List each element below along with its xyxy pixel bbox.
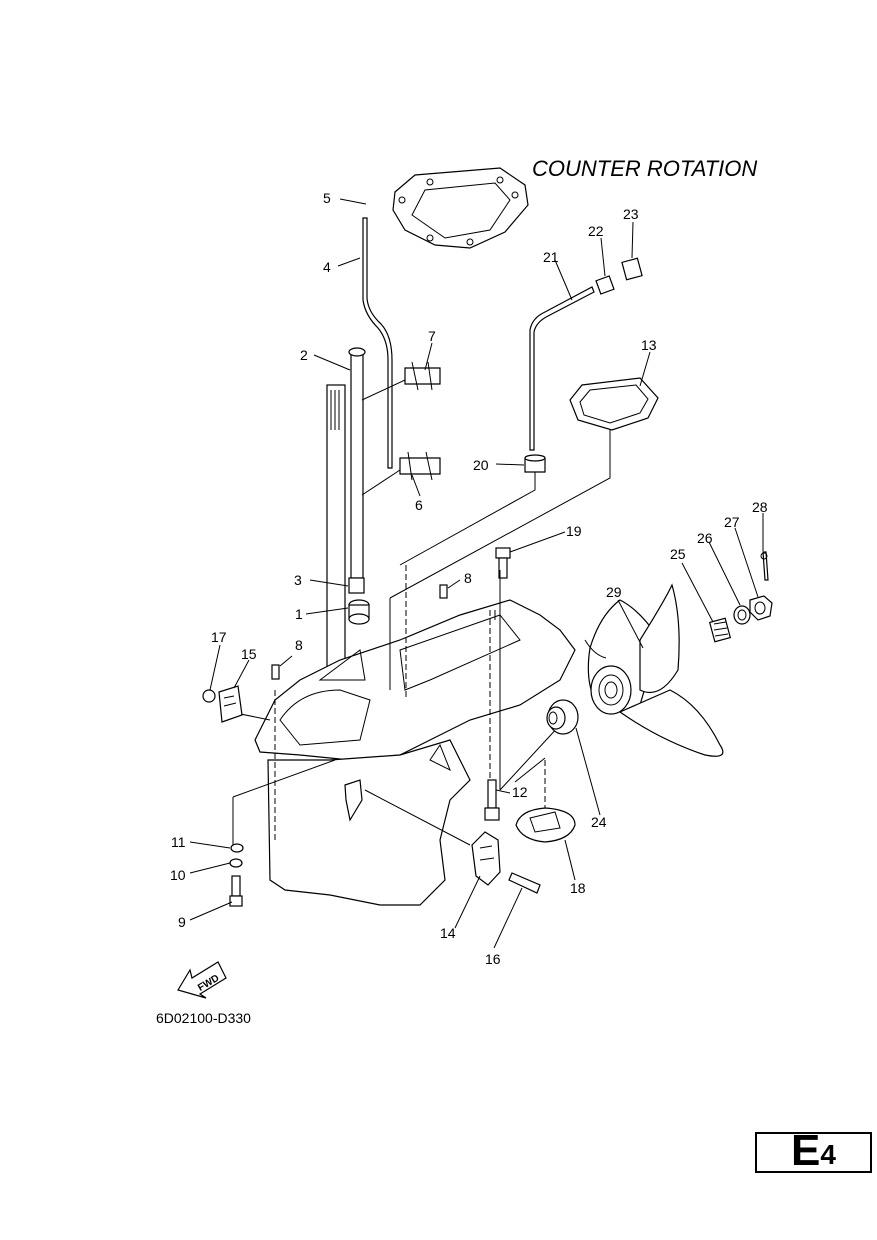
casing-cap-plate: [392, 167, 529, 249]
leader-dashes: [274, 565, 546, 840]
nut-17: [202, 689, 216, 703]
joint-20: [524, 454, 546, 473]
callout-29: 29: [606, 584, 622, 600]
water-tube-21: [529, 286, 595, 451]
anode-18: [515, 807, 576, 843]
gasket-13: [569, 377, 659, 431]
callout-9: 9: [178, 914, 186, 930]
nut-27: [749, 595, 773, 621]
callout-24: 24: [591, 814, 607, 830]
washer-10: [229, 858, 243, 868]
oil-seal: [348, 599, 370, 625]
page-number: 4: [820, 1139, 836, 1170]
callout-16: 16: [485, 951, 501, 967]
callout-12: 12: [512, 784, 528, 800]
thrust-holder-25: [708, 617, 732, 643]
trim-tab-14: [471, 831, 501, 886]
page-label-box: E 4: [755, 1126, 872, 1175]
callout-8a: 8: [464, 570, 472, 586]
callout-8b: 8: [295, 637, 303, 653]
callout-13: 13: [641, 337, 657, 353]
callout-leaders: [189, 198, 764, 949]
bolt-9: [229, 875, 243, 907]
callout-23: 23: [623, 206, 639, 222]
callout-25: 25: [670, 546, 686, 562]
callout-28: 28: [752, 499, 768, 515]
propeller-29: [584, 583, 724, 757]
assembly-lines: [220, 379, 611, 846]
callout-7: 7: [428, 328, 436, 344]
callout-14: 14: [440, 925, 456, 941]
clamp-7: [404, 361, 441, 391]
callout-27: 27: [724, 514, 740, 530]
callout-18: 18: [570, 880, 586, 896]
washer-26: [733, 605, 751, 625]
cotter-pin-28: [760, 551, 769, 581]
callout-10: 10: [170, 867, 186, 883]
anode-15: [218, 685, 243, 723]
callout-15: 15: [241, 646, 257, 662]
grommet-22: [595, 275, 615, 295]
bushing: [348, 577, 365, 594]
callout-19: 19: [566, 523, 582, 539]
bolt-19: [495, 547, 511, 579]
clamp-6: [399, 451, 441, 481]
bolt-12: [484, 779, 500, 821]
callout-6: 6: [415, 497, 423, 513]
water-tube: [362, 217, 393, 469]
fwd-arrow-icon: FWD: [177, 961, 227, 999]
callout-2: 2: [300, 347, 308, 363]
drive-shaft: [326, 347, 366, 686]
washer-11: [230, 843, 244, 853]
dowel-pin-8a: [439, 584, 448, 599]
callout-5: 5: [323, 190, 331, 206]
diagram-code: 6D02100-D330: [156, 1010, 251, 1026]
callout-1: 1: [295, 606, 303, 622]
callout-26: 26: [697, 530, 713, 546]
dowel-pin-8b: [271, 664, 280, 680]
lower-casing: [254, 599, 576, 906]
callout-11: 11: [171, 834, 186, 850]
screw-16: [508, 872, 541, 894]
page-letter: E: [791, 1126, 821, 1175]
spacer-24: [546, 699, 579, 735]
callout-21: 21: [543, 249, 559, 265]
callout-20: 20: [473, 457, 489, 473]
callout-22: 22: [588, 223, 604, 239]
callout-4: 4: [323, 259, 331, 275]
callout-numbers: 1 2 3 4 5 6 7 8 8 9 10 11 12 13 14 15 16…: [170, 190, 768, 967]
diagram-title: COUNTER ROTATION: [532, 156, 757, 181]
callout-3: 3: [294, 572, 302, 588]
grommet-23: [621, 257, 643, 281]
callout-17: 17: [211, 629, 227, 645]
